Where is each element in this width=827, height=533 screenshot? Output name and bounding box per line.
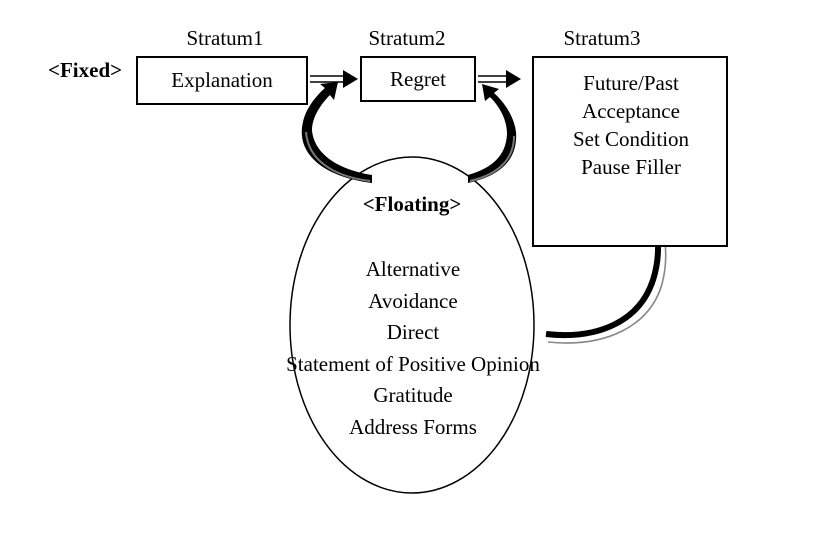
- stratum3-item-future-past: Future/Past: [583, 71, 679, 95]
- stratum3-item-acceptance: Acceptance: [582, 99, 680, 123]
- stratum3-label: Stratum3: [563, 26, 641, 50]
- regret-label: Regret: [390, 67, 446, 91]
- regret-box: Regret: [360, 56, 476, 102]
- floating-item-alternative: Alternative: [365, 257, 461, 281]
- stratum1-label: Stratum1: [186, 26, 264, 50]
- floating-item-direct: Direct: [386, 320, 440, 344]
- stratum2-label: Stratum2: [368, 26, 446, 50]
- arrow-regret-to-stratum3: [478, 70, 521, 88]
- explanation-label: Explanation: [171, 68, 273, 92]
- floating-item-positive-opinion: Statement of Positive Opinion: [286, 351, 540, 376]
- floating-list: Alternative Avoidance Direct Statement o…: [286, 254, 540, 443]
- stratum3-list: Future/Past Acceptance Set Condition Pau…: [573, 69, 689, 181]
- explanation-box: Explanation: [136, 56, 308, 105]
- floating-item-address-forms: Address Forms: [349, 414, 477, 439]
- floating-item-avoidance: Avoidance: [368, 288, 458, 313]
- fixed-label: <Fixed>: [48, 58, 123, 82]
- floating-item-gratitude: Gratitude: [373, 383, 453, 407]
- stratum3-item-pause-filler: Pause Filler: [581, 155, 681, 179]
- stratum3-item-set-condition: Set Condition: [572, 127, 690, 151]
- floating-ellipse: [289, 156, 535, 494]
- arrow-explanation-to-regret: [310, 70, 358, 88]
- stratum3-box: Future/Past Acceptance Set Condition Pau…: [532, 56, 728, 247]
- floating-label: <Floating>: [362, 192, 462, 216]
- curved-arrow-floating-to-stratum2: [468, 84, 517, 183]
- curved-arrow-floating-to-stratum1: [301, 82, 372, 183]
